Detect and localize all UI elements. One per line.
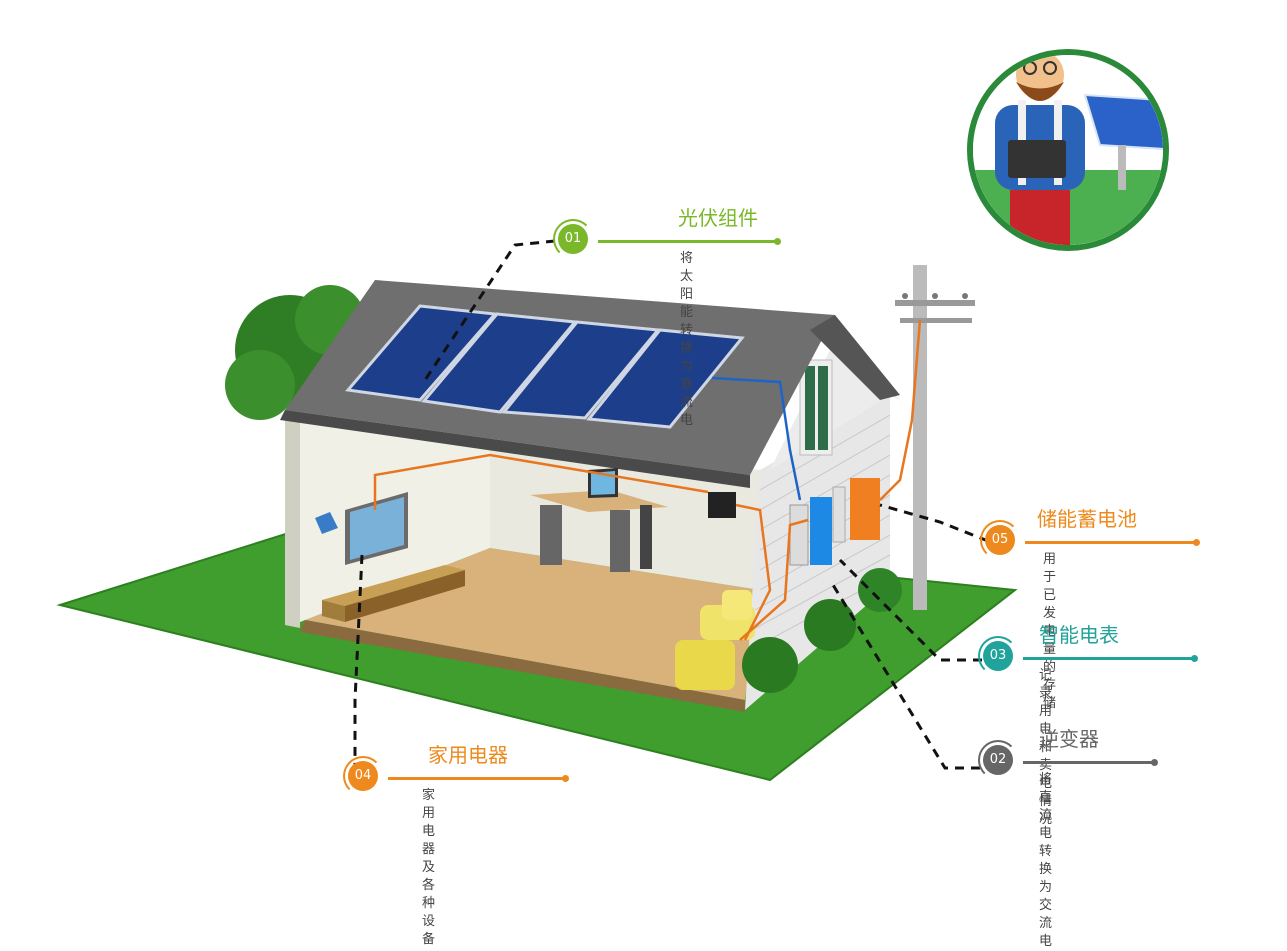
- badge-ring: [978, 636, 1018, 676]
- callout-desc: 将直流电转换 为交流电: [1039, 772, 1053, 949]
- badge-ring: [980, 520, 1020, 560]
- callout-line: [1023, 655, 1198, 662]
- callout-title: 逆变器: [1039, 727, 1099, 751]
- smart-meter-device: [789, 504, 809, 566]
- battery-device: [850, 478, 880, 540]
- callout-title: 光伏组件: [678, 206, 758, 230]
- callout-line: [1023, 759, 1158, 766]
- badge-ring: [978, 740, 1018, 780]
- inverter-device: [810, 497, 832, 565]
- callout-line: [388, 775, 569, 782]
- callout-line: [1025, 539, 1200, 546]
- callout-desc: 家用电器及各种设备: [422, 788, 436, 947]
- solar-house-illustration: [56, 49, 1169, 782]
- utility-pole-icon: [895, 265, 975, 610]
- breaker-box: [708, 492, 736, 518]
- armchair: [675, 590, 755, 690]
- callout-desc: 记录用电和卖电情况: [1039, 668, 1053, 827]
- badge-number: 04: [348, 761, 378, 791]
- callout-desc: 将太阳能转换 为直流电: [680, 251, 694, 428]
- badge-number: 01: [558, 224, 588, 254]
- callout-title: 储能蓄电池: [1037, 507, 1137, 531]
- solar-panel-array: [345, 304, 745, 429]
- badge-ring: [343, 756, 383, 796]
- badge-number: 02: [983, 745, 1013, 775]
- engineer-icon: [967, 49, 1169, 251]
- callout-title: 智能电表: [1039, 623, 1119, 647]
- callout-title: 家用电器: [428, 743, 508, 767]
- badge-ring: [553, 219, 593, 259]
- badge-number: 03: [983, 641, 1013, 671]
- callout-line: [598, 238, 781, 245]
- tv: [315, 492, 408, 565]
- badge-number: 05: [985, 525, 1015, 555]
- callout-desc: 用于已发电量的存储: [1043, 552, 1057, 711]
